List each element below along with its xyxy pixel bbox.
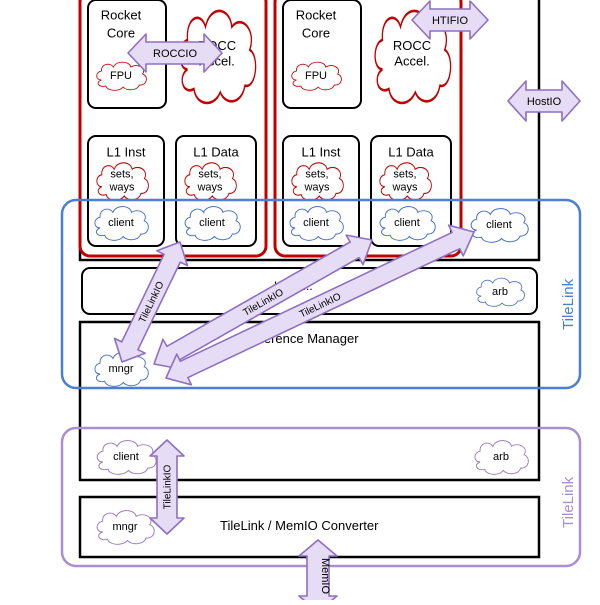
- sets-ways-cloud-inst: sets,ways: [96, 162, 149, 201]
- client-cloud-data-label: client: [199, 217, 225, 229]
- host-client-cloud: client: [470, 208, 529, 243]
- mngr-cloud-converter: mngr: [96, 510, 155, 545]
- hostio-arrow-label: HostIO: [527, 96, 562, 108]
- mngr-cloud-coherence: mngr: [94, 352, 149, 387]
- host-client: client: [470, 208, 529, 243]
- hostio-arrow: HostIO: [507, 80, 581, 122]
- outer-arb-label: arb: [493, 451, 509, 463]
- l1-data-label: L1 Data: [388, 145, 434, 160]
- arb-top-label: arb: [492, 286, 508, 298]
- client-cloud-outer: client: [96, 440, 157, 475]
- arb-top: arb: [476, 277, 525, 307]
- sets-ways-cloud-inst: sets,ways: [291, 162, 344, 201]
- arb-cloud-outer: arb: [474, 440, 529, 475]
- client-cloud-inst-label: client: [303, 217, 329, 229]
- mngr-coherence-label: mngr: [108, 363, 133, 375]
- outer-client-label: client: [113, 451, 139, 463]
- coherence-manager-box: [78, 320, 541, 482]
- mngr-converter: mngr: [96, 510, 155, 545]
- sets-ways-cloud-data-label: sets,ways: [391, 168, 418, 193]
- tilelink-label-purple: TileLink: [560, 476, 577, 528]
- tilelink-label-blue: TileLink: [560, 278, 577, 330]
- sets-ways-cloud-data: sets,ways: [379, 162, 432, 201]
- host-client-label: client: [486, 219, 512, 231]
- fpu-cloud: FPU: [96, 61, 147, 91]
- sets-ways-cloud-inst-label: sets,ways: [108, 168, 135, 193]
- l1-inst-label: L1 Inst: [106, 145, 145, 160]
- converter-title: TileLink / MemIO Converter: [220, 518, 379, 533]
- memio-arrow: MemIO: [298, 539, 338, 605]
- sets-ways-cloud-data-label: sets,ways: [196, 168, 223, 193]
- arb-cloud-top: arb: [476, 277, 525, 307]
- l1-data-label: L1 Data: [193, 145, 239, 160]
- fpu-cloud-label: FPU: [110, 70, 132, 82]
- roccio-arrow-label: ROCCIO: [153, 48, 197, 60]
- mngr-converter-label: mngr: [112, 521, 137, 533]
- mngr-coherence: mngr: [94, 352, 149, 387]
- client-cloud-inst-label: client: [108, 217, 134, 229]
- l1-inst-label: L1 Inst: [301, 145, 340, 160]
- fpu-cloud: FPU: [291, 61, 342, 91]
- memio-arrow-label: MemIO: [319, 558, 331, 595]
- client-cloud-data-label: client: [394, 217, 420, 229]
- tilelinkio-arrow-outer: TileLinkIO: [149, 439, 185, 535]
- outer-arb: arb: [474, 440, 529, 475]
- fpu-cloud-label: FPU: [305, 70, 327, 82]
- roccio-arrow: ROCCIO: [127, 33, 223, 73]
- client-cloud-data: client: [184, 206, 241, 241]
- client-cloud-inst: client: [94, 206, 149, 241]
- tile-border: [273, 0, 463, 258]
- outer-client: client: [96, 440, 157, 475]
- client-cloud-inst: client: [289, 206, 344, 241]
- sets-ways-cloud-data: sets,ways: [184, 162, 237, 201]
- tilelink-frame-blue: [60, 198, 582, 390]
- htifio-arrow-label: HTIFIO: [432, 15, 468, 27]
- htifio-arrow: HTIFIO: [411, 0, 489, 40]
- tilelinkio-arrow-outer-label: TileLinkIO: [163, 464, 174, 509]
- sets-ways-cloud-inst-label: sets,ways: [303, 168, 330, 193]
- client-cloud-data: client: [379, 206, 436, 241]
